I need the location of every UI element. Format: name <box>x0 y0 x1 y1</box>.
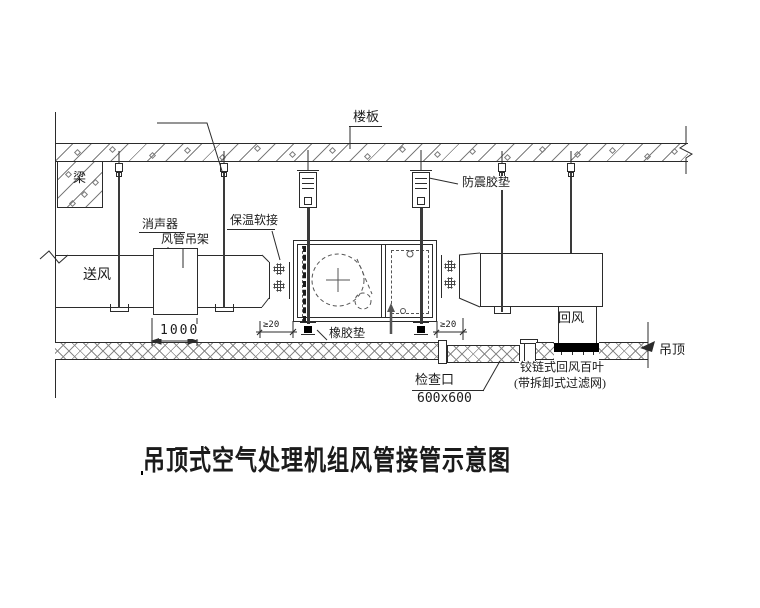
label-ceiling: 吊顶 <box>658 342 687 358</box>
dim-text-1000: 1000 <box>159 323 201 339</box>
isolator-right-spring3 <box>415 188 427 189</box>
label-access-panel: 检查口 <box>414 372 456 388</box>
louver-tick-3 <box>583 352 584 355</box>
ceiling-band-mid <box>536 342 554 360</box>
isolator-right-spring1 <box>415 178 427 179</box>
mount-right-top <box>413 322 429 323</box>
silencer-body <box>153 248 198 315</box>
drawing-title: 吊顶式空气处理机组风管接管示意图 <box>143 438 512 478</box>
floor-slab <box>55 143 688 162</box>
mount-right-base <box>414 334 428 335</box>
louver-tick-2 <box>572 352 573 355</box>
hanger-rod-3 <box>501 171 503 312</box>
bracket-2-left <box>215 304 216 311</box>
label-rubber-pad: 橡胶垫 <box>328 326 367 341</box>
dim-text-gap-left: ≥20 <box>262 320 281 331</box>
flex-left-symbol-2 <box>271 278 287 294</box>
flex-left-symbol-1 <box>271 261 287 277</box>
flex-right-symbol-1 <box>442 258 458 274</box>
ahu-section-divider-b <box>385 244 386 318</box>
label-return-louver-1: 铰链式回风百叶 <box>519 360 606 375</box>
bracket-2-base <box>215 311 234 312</box>
label-return-air: 回风 <box>558 310 585 325</box>
bracket-1-base <box>110 311 129 312</box>
return-plenum <box>480 253 603 307</box>
flex-right-frame-a <box>441 255 442 298</box>
mount-right-nut <box>417 326 425 333</box>
flex-right-frame-b <box>459 255 460 298</box>
isolator-right-rod <box>420 208 423 324</box>
anchor-4 <box>567 163 575 172</box>
bracket-1-left <box>110 304 111 311</box>
isolator-left-spring3 <box>302 188 314 189</box>
dim-text-gap-right: ≥20 <box>439 320 458 331</box>
leader-vib-pad <box>428 177 459 185</box>
right-transition <box>458 252 481 308</box>
isolator-left-innerblock <box>304 197 312 205</box>
ceiling-band-right <box>599 342 648 360</box>
label-vib-pad: 防震胶垫 <box>461 175 512 190</box>
label-supply-air: 送风 <box>83 268 111 283</box>
bracket-3-right <box>510 306 511 313</box>
anchor-1 <box>115 163 123 172</box>
mount-left-top <box>300 322 316 323</box>
access-panel-strip <box>447 345 520 363</box>
anchor-3 <box>498 163 506 172</box>
return-duct-drop <box>558 306 597 343</box>
isolator-right-spring2 <box>415 183 427 184</box>
hanger-rod-4 <box>570 171 572 253</box>
bracket-2-right <box>233 304 234 311</box>
louver-tick-1 <box>561 352 562 355</box>
hanger-rod-2 <box>223 171 225 308</box>
anchor-2 <box>220 163 228 172</box>
leader-access-panel <box>482 360 501 392</box>
label-floor-slab: 楼板 <box>352 109 381 125</box>
supply-duct <box>55 255 155 308</box>
bracket-1-right <box>128 304 129 311</box>
label-duct-hanger: 风管吊架 <box>160 232 211 247</box>
return-louver <box>554 343 599 352</box>
ahu-section-divider-a <box>381 244 382 318</box>
coil-section-dashed <box>391 250 429 314</box>
leader-rubber-pad <box>316 329 328 341</box>
bracket-3-base <box>494 313 511 314</box>
anchor-1-hook <box>116 172 122 177</box>
anchor-2-hook <box>221 172 227 177</box>
ahu-inner-panel-line <box>302 246 306 322</box>
label-insulated-flex: 保温软接 <box>229 213 280 228</box>
flex-left-frame-a <box>269 262 270 299</box>
louver-tick-4 <box>593 352 594 355</box>
anchor-4-hook <box>568 172 574 177</box>
label-return-louver-2: (带拆卸式过滤网) <box>513 376 607 391</box>
label-access-panel-underline <box>412 390 484 391</box>
isolator-right-housing <box>412 172 430 208</box>
left-reducer <box>261 254 270 308</box>
label-beam: 梁 <box>73 170 87 185</box>
isolator-left-spring2 <box>302 183 314 184</box>
duct-after-silencer <box>197 255 262 308</box>
leader-insulated-flex <box>271 230 281 261</box>
hanger-rod-1 <box>118 171 120 308</box>
beam <box>57 162 103 208</box>
isolator-left-spring1 <box>302 178 314 179</box>
isolator-left-rod <box>307 208 310 324</box>
isolator-left-housing <box>299 172 317 208</box>
ahu-inner-casing <box>297 244 433 318</box>
access-panel-jamb-left <box>438 340 447 364</box>
label-access-panel-size: 600x600 <box>416 391 473 407</box>
flex-left-frame-b <box>289 262 290 299</box>
isolator-right-innerblock <box>417 197 425 205</box>
mount-left-base <box>301 334 315 335</box>
label-silencer-underline <box>139 232 185 233</box>
isolator-right-topplate <box>410 170 432 171</box>
bracket-3-left <box>494 306 495 313</box>
mount-left-nut <box>304 326 312 333</box>
flex-right-symbol-2 <box>442 275 458 291</box>
label-floor-slab-underline <box>349 126 382 127</box>
label-silencer: 消声器 <box>141 217 180 232</box>
label-insulated-flex-underline <box>227 229 275 230</box>
ceiling-band-left <box>55 342 438 360</box>
isolator-left-topplate <box>297 170 319 171</box>
